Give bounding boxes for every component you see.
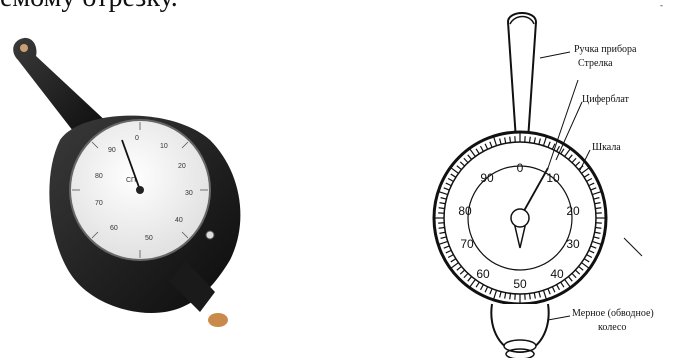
diagram-dial-number: 10 bbox=[546, 171, 560, 185]
partial-heading-text: емому отрезку. bbox=[0, 0, 178, 14]
scale-tick bbox=[510, 137, 511, 143]
corner-mark: - bbox=[660, 0, 663, 10]
diagram-dial-number: 30 bbox=[566, 237, 580, 251]
diagram-dial-number: 60 bbox=[476, 267, 490, 281]
label-scale: Шкала bbox=[592, 142, 621, 153]
label-handle: Ручка прибора bbox=[574, 44, 636, 55]
scale-tick bbox=[595, 228, 601, 229]
photo-dial-number: 0 bbox=[135, 135, 139, 142]
photo-dial-number: 30 bbox=[185, 190, 193, 197]
diagram-dial-number: 90 bbox=[480, 171, 494, 185]
scale-tick bbox=[530, 293, 531, 299]
photo-dial-number: 20 bbox=[178, 163, 186, 170]
diagram-dial-number: 50 bbox=[513, 277, 527, 291]
diagram-dial-number: 40 bbox=[550, 267, 564, 281]
label-dial: Циферблат bbox=[582, 94, 629, 105]
label-wheel-line2: колесо bbox=[598, 322, 626, 333]
photo-dial-number: 90 bbox=[108, 147, 116, 154]
photo-dial-number: 10 bbox=[160, 143, 168, 150]
diagram-dial-number: 70 bbox=[460, 237, 474, 251]
photo-dial-number: 60 bbox=[110, 225, 118, 232]
scale-tick bbox=[439, 208, 445, 209]
diagram-dial-number: 80 bbox=[458, 204, 472, 218]
scale-tick bbox=[530, 137, 531, 143]
photo-dial-number: 50 bbox=[145, 235, 153, 242]
diagram-dial-number: 0 bbox=[517, 161, 524, 175]
photo-dial-number: 80 bbox=[95, 173, 103, 180]
curvimeter-photo: 0 10 20 30 40 50 60 70 80 90 СП bbox=[0, 30, 250, 350]
label-pointer: Стрелка bbox=[578, 58, 613, 69]
photo-dial-number: 70 bbox=[95, 200, 103, 207]
label-wheel-line1: Мерное (обводное) bbox=[572, 308, 654, 319]
scale-tick bbox=[595, 208, 601, 209]
diagram-dial-number: 20 bbox=[566, 204, 580, 218]
scale-tick bbox=[439, 228, 445, 229]
scale-tick bbox=[510, 293, 511, 299]
photo-dial-center-text: СП bbox=[126, 177, 136, 184]
photo-dial-number: 40 bbox=[175, 217, 183, 224]
curvimeter-diagram: 0 10 20 30 40 50 60 70 80 90 bbox=[420, 0, 680, 358]
